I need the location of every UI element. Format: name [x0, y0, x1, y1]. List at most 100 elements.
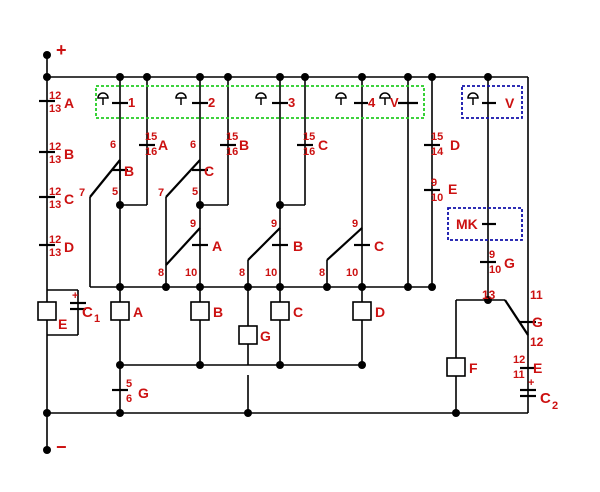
svg-text:B: B [124, 163, 134, 179]
node [196, 361, 204, 369]
relay-coil-icon [270, 301, 290, 321]
button-3[interactable]: 3 [255, 92, 295, 110]
node [358, 283, 366, 291]
button-extra[interactable]: V [379, 92, 418, 110]
svg-text:9: 9 [271, 218, 277, 230]
svg-text:13: 13 [482, 288, 496, 302]
node [276, 201, 284, 209]
svg-text:C: C [318, 137, 328, 153]
svg-text:10: 10 [185, 267, 197, 279]
node [358, 73, 366, 81]
svg-text:C: C [374, 238, 384, 254]
node [143, 73, 151, 81]
left-contact-a: 12 13 A [39, 90, 74, 115]
svg-text:1: 1 [128, 95, 135, 110]
svg-text:C: C [293, 304, 303, 320]
svg-text:6: 6 [126, 393, 132, 405]
svg-text:G: G [532, 314, 543, 330]
push-button-icon [467, 92, 479, 105]
svg-text:8: 8 [319, 267, 325, 279]
svg-text:9: 9 [489, 249, 495, 261]
svg-text:9: 9 [352, 218, 358, 230]
node [116, 283, 124, 291]
svg-text:G: G [138, 385, 149, 401]
v-button[interactable]: V [467, 92, 515, 111]
svg-text:12: 12 [49, 234, 61, 246]
svg-text:5: 5 [126, 378, 132, 390]
mk-label: MK [456, 216, 478, 232]
relay-coil-icon [37, 301, 57, 321]
relay-coil-icon [446, 357, 466, 377]
svg-text:9: 9 [190, 218, 196, 230]
coil-g: G [238, 325, 271, 345]
relay-coil-icon [352, 301, 372, 321]
node [196, 201, 204, 209]
row2-contact-a: 15 16 A [139, 131, 168, 158]
svg-text:13: 13 [49, 103, 61, 115]
svg-text:V: V [505, 95, 515, 111]
svg-text:+: + [528, 377, 534, 389]
svg-text:7: 7 [79, 187, 85, 199]
svg-text:B: B [239, 137, 249, 153]
svg-text:4: 4 [368, 95, 376, 110]
button-4[interactable]: 4 [335, 92, 376, 110]
row2-contact-b: 15 16 B [220, 131, 249, 158]
svg-text:13: 13 [49, 247, 61, 259]
svg-text:16: 16 [226, 146, 238, 158]
svg-text:15: 15 [145, 131, 157, 143]
node [196, 283, 204, 291]
svg-text:A: A [64, 95, 74, 111]
node [162, 283, 170, 291]
svg-text:8: 8 [158, 267, 164, 279]
lower-switch-a: 9 8 10 A [158, 218, 222, 279]
node [116, 361, 124, 369]
svg-text:12: 12 [49, 90, 61, 102]
svg-text:A: A [133, 304, 143, 320]
e-lower-contact: 12 11 E [513, 354, 542, 381]
junction-nodes [43, 51, 492, 454]
svg-text:C: C [540, 390, 551, 407]
left-contact-c: 12 13 C [39, 186, 74, 211]
left-contact-b: 12 13 B [39, 141, 74, 166]
node [276, 283, 284, 291]
plus-terminal-label: + [56, 40, 67, 60]
svg-text:5: 5 [112, 186, 118, 198]
node [452, 409, 460, 417]
svg-text:8: 8 [239, 267, 245, 279]
node [43, 446, 51, 454]
g-switch: 13 11 12 G [482, 288, 544, 349]
minus-terminal-label: − [56, 437, 67, 457]
node [116, 201, 124, 209]
push-button-icon [255, 92, 267, 105]
v-group-border [461, 85, 523, 119]
svg-text:14: 14 [431, 146, 444, 158]
node [43, 409, 51, 417]
coil-a: A [110, 301, 143, 321]
button-2[interactable]: 2 [175, 92, 215, 110]
push-button-icon [97, 92, 109, 105]
lower-switch-c: 9 8 10 C [319, 218, 384, 279]
svg-text:7: 7 [158, 187, 164, 199]
svg-text:A: A [212, 238, 222, 254]
bottom-g-contact: 5 6 G [112, 378, 149, 405]
coil-c: C [270, 301, 303, 321]
push-button-icon [335, 92, 347, 105]
node [196, 73, 204, 81]
svg-text:C: C [64, 191, 74, 207]
relay-coil-icon [110, 301, 130, 321]
push-button-icon [379, 92, 391, 105]
svg-text:G: G [260, 328, 271, 344]
svg-text:D: D [64, 239, 74, 255]
svg-text:9: 9 [431, 177, 437, 189]
svg-text:F: F [469, 360, 478, 376]
svg-text:12: 12 [49, 186, 61, 198]
node [484, 296, 492, 304]
node [276, 361, 284, 369]
node [404, 283, 412, 291]
svg-text:5: 5 [192, 186, 198, 198]
svg-text:12: 12 [49, 141, 61, 153]
svg-text:15: 15 [431, 131, 443, 143]
button-1[interactable]: 1 [97, 92, 135, 110]
node [428, 283, 436, 291]
